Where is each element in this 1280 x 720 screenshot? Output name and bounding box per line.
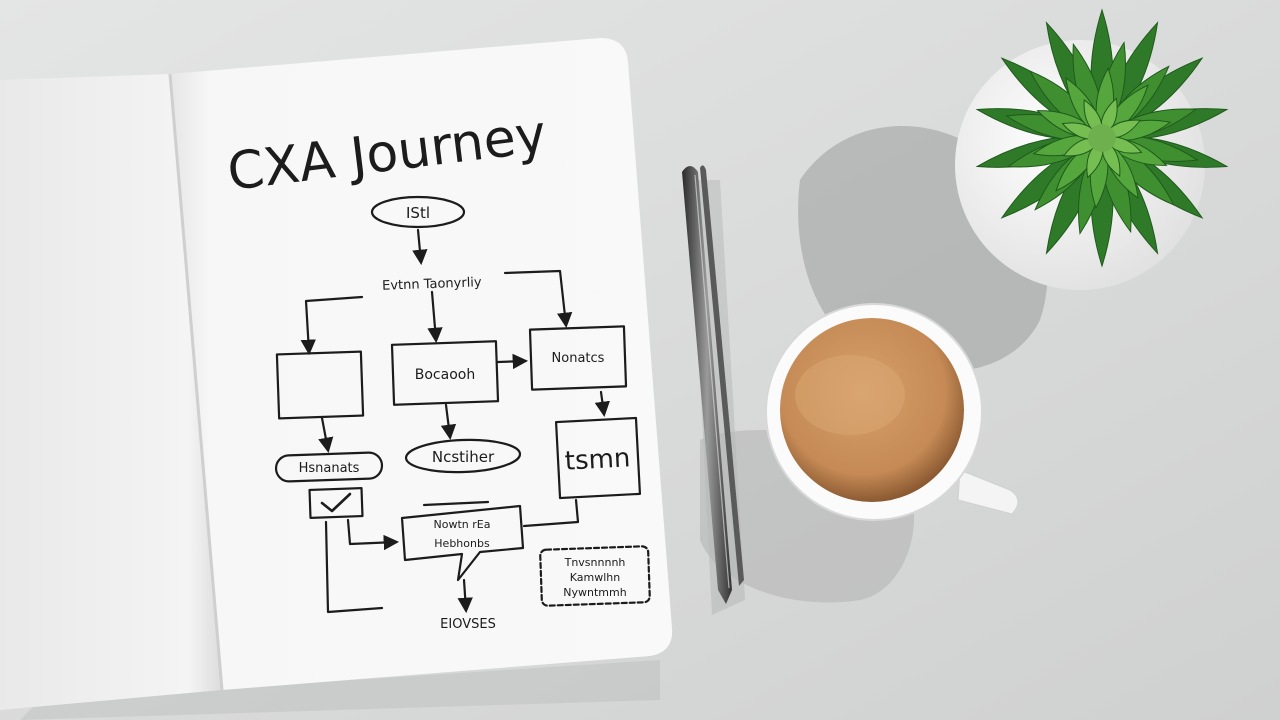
flow-connector <box>346 518 400 551</box>
notebook-left-page <box>0 74 222 710</box>
flow-end-label: EIOVSES <box>440 617 496 632</box>
flow-stamp-line-2: Kamwlhn <box>570 571 621 584</box>
flow-box-tsmn <box>554 416 642 500</box>
coffee-surface <box>780 318 964 502</box>
notebook-right-page <box>170 38 673 690</box>
flow-arrow <box>412 228 428 266</box>
flow-box-tsmn-label: tsmn <box>564 443 631 476</box>
flow-arrow <box>318 416 334 454</box>
coffee-cup <box>765 303 1019 521</box>
flow-callout-line-2: Hebhonbs <box>434 537 490 550</box>
succulent-leaves <box>975 8 1229 268</box>
flow-start-label: IStl <box>406 204 430 222</box>
flow-pill-center <box>404 438 522 474</box>
flow-diagram <box>274 195 651 614</box>
flow-box-center <box>390 340 500 406</box>
flow-callout <box>400 504 525 582</box>
check-mark-icon <box>320 492 352 513</box>
flow-checkbox <box>308 487 364 519</box>
flow-connector <box>522 498 580 528</box>
flow-connector <box>422 500 490 507</box>
succulent-plant <box>955 8 1229 290</box>
flow-stamp-line-1: Tnvsnnnnh <box>564 556 626 569</box>
flow-pill-center-label: Ncstiher <box>432 448 495 466</box>
notebook: CXA Journey <box>0 38 673 710</box>
flow-box-center-label: Bocaooh <box>415 367 475 383</box>
flow-stamp <box>539 545 651 607</box>
flow-start-oval <box>370 195 466 229</box>
flow-box-right <box>528 325 628 391</box>
flow-arrow <box>457 578 473 614</box>
flow-callout-line-1: Nowtn rEa <box>434 518 491 531</box>
notebook-spine <box>168 73 224 691</box>
flow-connector <box>324 520 384 614</box>
flow-branch-label: Evtnn Taonyrliy <box>382 275 482 293</box>
flow-connector <box>503 269 573 329</box>
flow-arrow <box>496 353 529 370</box>
cup-handle <box>957 469 1019 515</box>
flow-arrow <box>440 403 457 441</box>
flow-pill-left <box>274 451 384 483</box>
pen <box>682 165 744 604</box>
flow-labels: IStl Evtnn Taonyrliy Bocaooh Nonatcs Hsn… <box>299 204 632 632</box>
flow-box-left <box>275 350 365 420</box>
flow-stamp-line-3: Nywntmmh <box>563 586 626 599</box>
flow-pill-left-label: Hsnanats <box>299 461 360 476</box>
flow-connector <box>300 295 364 356</box>
flow-connector <box>427 290 443 344</box>
flow-arrow <box>594 390 610 418</box>
flow-box-right-label: Nonatcs <box>552 351 605 366</box>
